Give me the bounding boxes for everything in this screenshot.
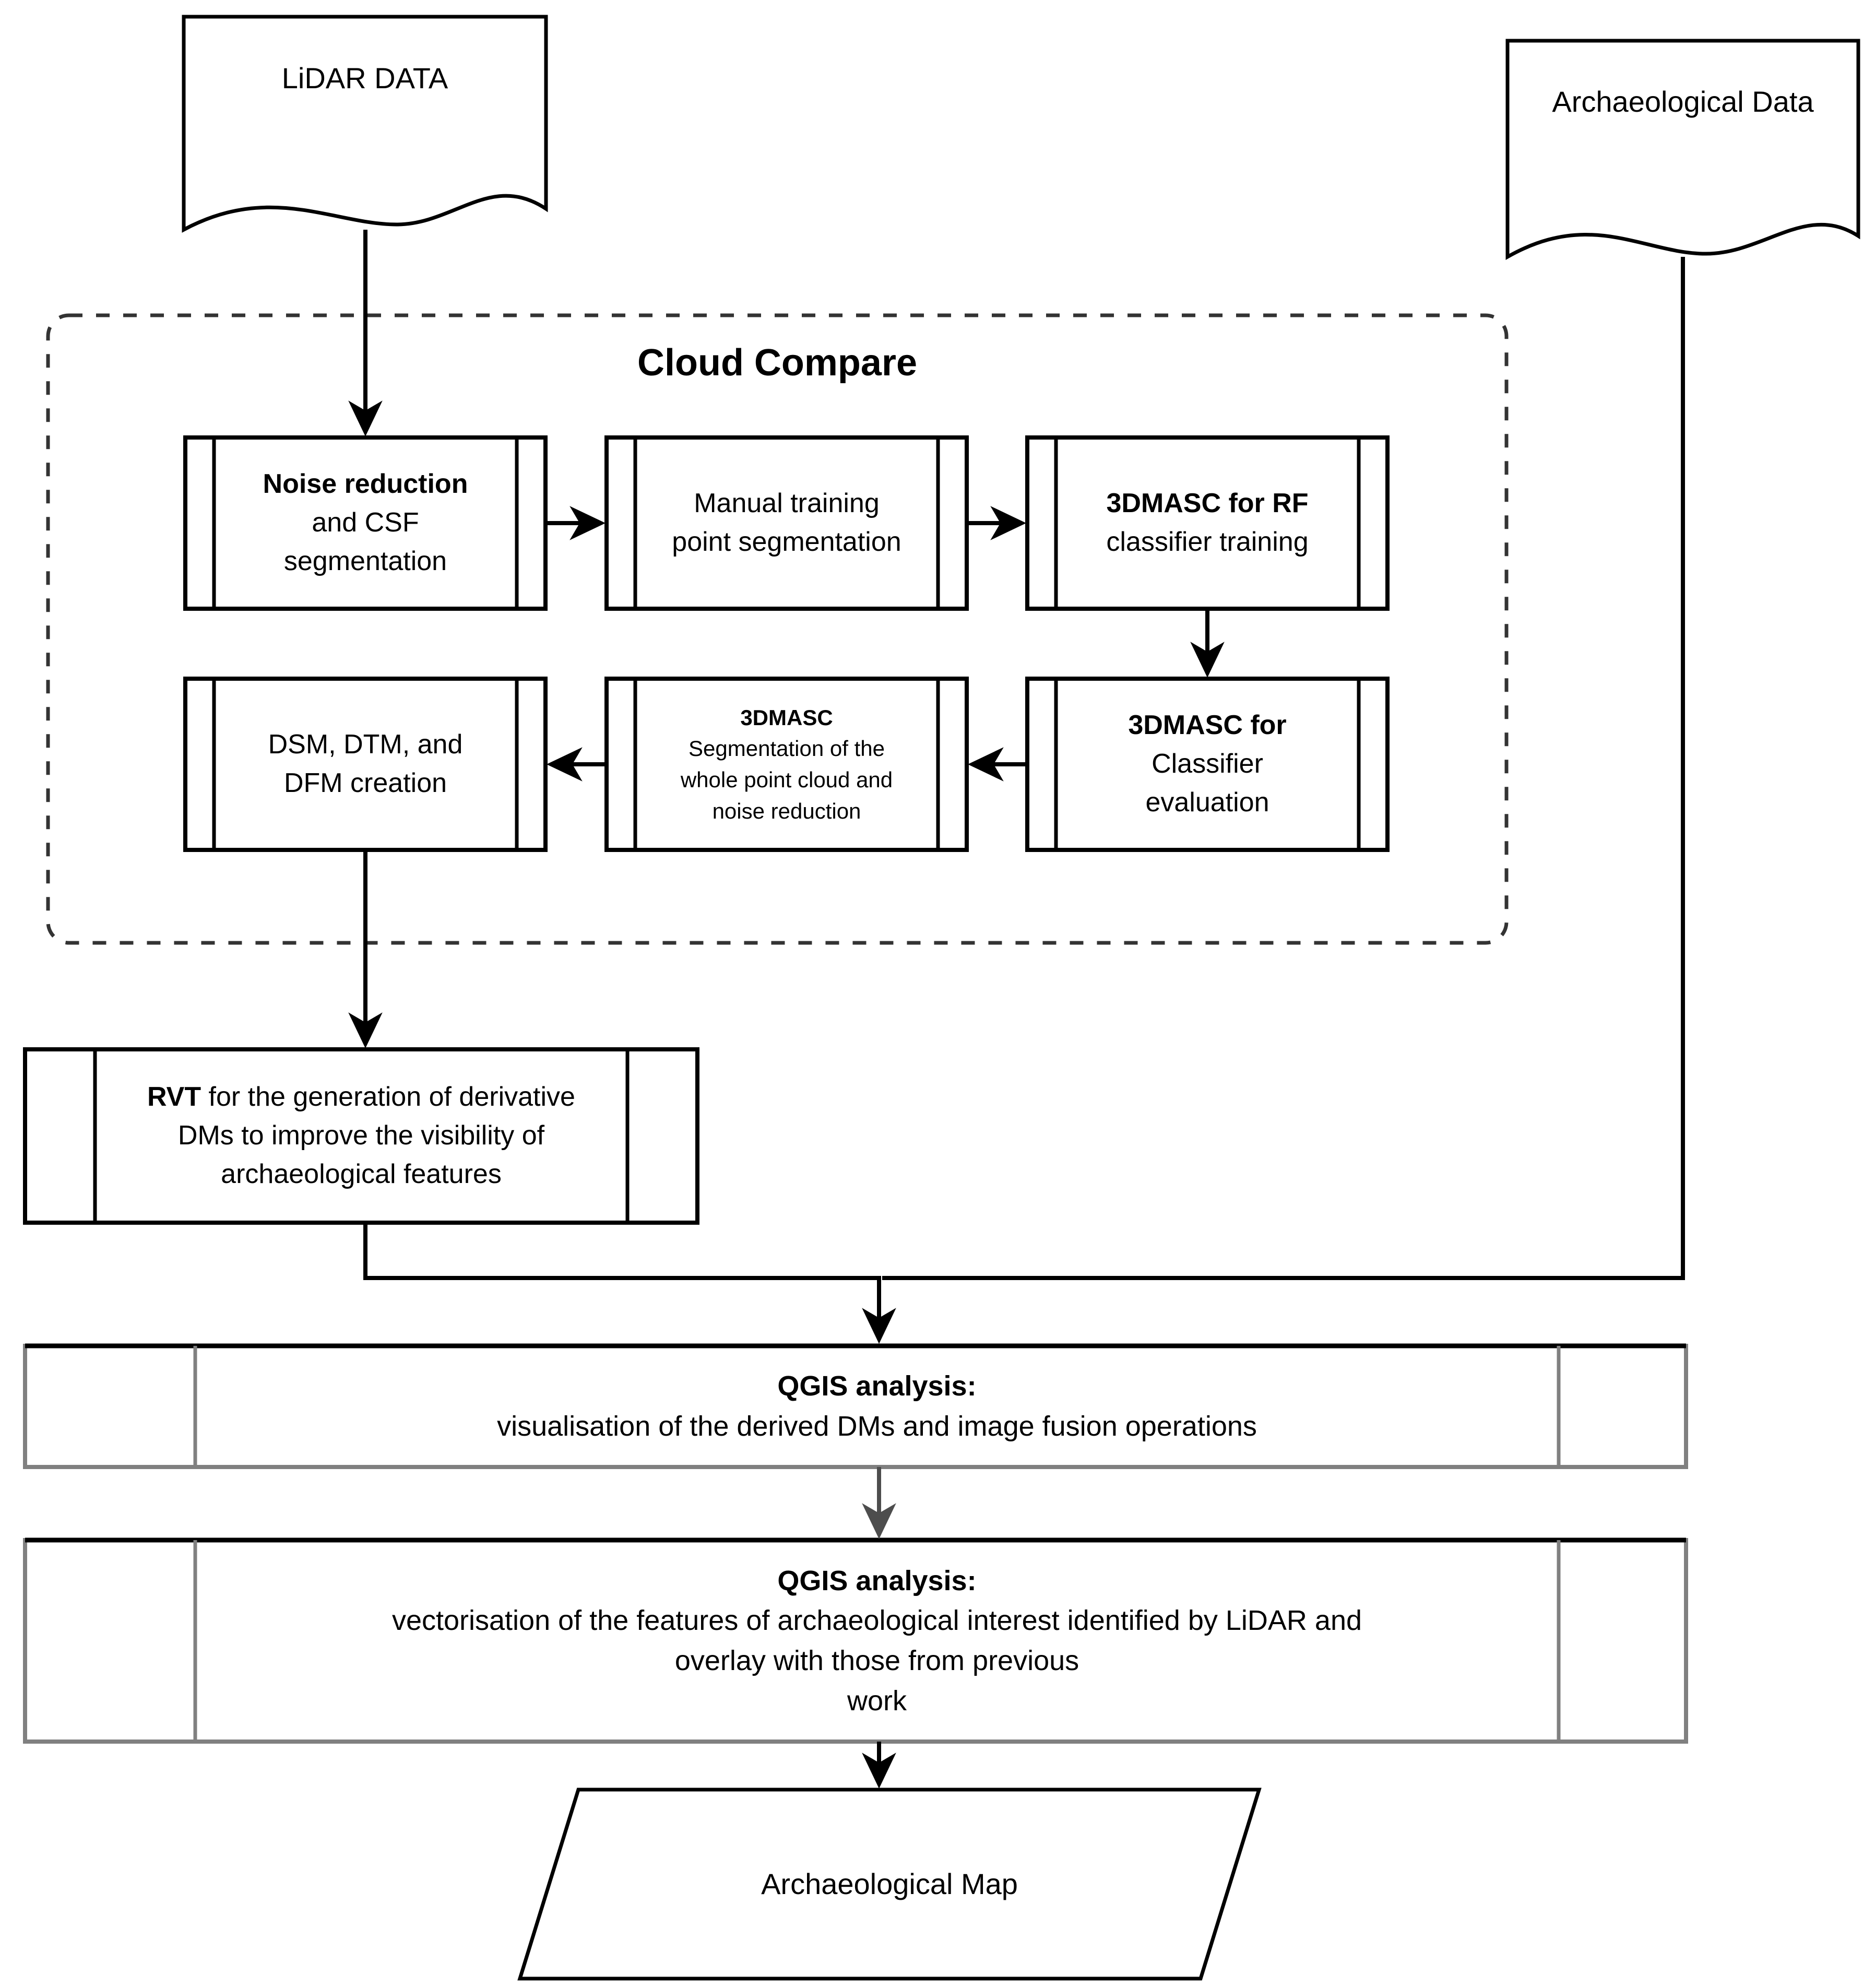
connector-archaeological-data-to-qgis	[882, 257, 1685, 1280]
manual-training-box	[604, 435, 969, 611]
classifier-evaluation-box	[1025, 677, 1390, 852]
lidar-data-shape	[182, 15, 548, 233]
connector-rvt-to-qgis-visualisation	[363, 1223, 896, 1344]
qgis-vectorisation-box	[23, 1538, 1688, 1744]
archaeological-map-shape	[517, 1788, 1262, 1981]
archaeological-data-shape	[1505, 39, 1860, 261]
whole-cloud-segmentation-box	[604, 677, 969, 852]
dsm-dtm-dfm-box	[183, 677, 548, 852]
rvt-generation-box	[23, 1047, 699, 1225]
cloud-compare-container	[46, 313, 1509, 945]
noise-reduction-box	[183, 435, 548, 611]
rf-classifier-training-box	[1025, 435, 1390, 611]
qgis-visualisation-box	[23, 1344, 1688, 1469]
